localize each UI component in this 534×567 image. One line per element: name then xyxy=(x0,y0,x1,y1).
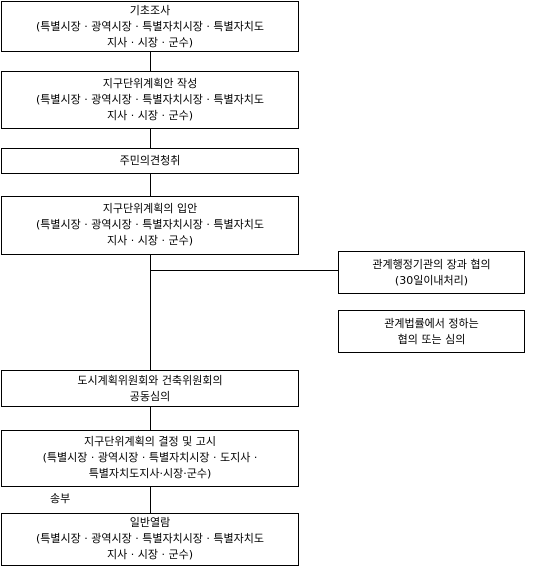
step-decision-notice-actors-cont: 특별자치도지사·시장·군수) xyxy=(88,467,212,480)
connector-4-5 xyxy=(150,254,151,370)
side-agency-consultation-deadline: (30일이내처리) xyxy=(394,274,469,287)
side-agency-consultation-title: 관계행정기관의 장과 협의 xyxy=(372,258,491,271)
side-legal-review-line2: 협의 또는 심의 xyxy=(397,333,466,346)
step-joint-deliberation: 도시계획위원회와 건축위원회의 공동심의 xyxy=(1,370,299,407)
step-public-viewing-title: 일반열람 xyxy=(129,516,171,529)
side-agency-consultation: 관계행정기관의 장과 협의 (30일이내처리) xyxy=(338,251,525,294)
side-legal-review: 관계법률에서 정하는 협의 또는 심의 xyxy=(338,310,525,353)
step-decision-notice-title: 지구단위계획의 결정 및 고시 xyxy=(84,435,216,448)
connector-to-side xyxy=(150,270,338,271)
step-plan-proposal: 지구단위계획의 입안 (특별시장 · 광역시장 · 특별자치시장 · 특별자치도… xyxy=(1,196,299,255)
step-resident-hearing: 주민의견청취 xyxy=(1,148,299,174)
side-legal-review-line1: 관계법률에서 정하는 xyxy=(384,317,479,330)
connector-2-3 xyxy=(150,128,151,148)
step-plan-draft-actors: (특별시장 · 광역시장 · 특별자치시장 · 특별자치도 xyxy=(35,93,265,106)
step-plan-draft-actors-cont: 지사 · 시장 · 군수) xyxy=(107,109,193,122)
step-basic-survey-title: 기초조사 xyxy=(129,4,171,17)
step-plan-proposal-actors: (특별시장 · 광역시장 · 특별자치시장 · 특별자치도 xyxy=(35,218,265,231)
step-plan-draft-title: 지구단위계획안 작성 xyxy=(102,77,198,90)
step-basic-survey-actors: (특별시장 · 광역시장 · 특별자치시장 · 특별자치도 xyxy=(35,20,265,33)
step-decision-notice-actors: (특별시장 · 광역시장 · 특별자치시장 · 도지사 · xyxy=(42,451,258,464)
step-joint-deliberation-line2: 공동심의 xyxy=(129,390,171,403)
step-plan-draft: 지구단위계획안 작성 (특별시장 · 광역시장 · 특별자치시장 · 특별자치도… xyxy=(1,71,299,129)
send-label: 송부 xyxy=(50,492,71,505)
step-public-viewing: 일반열람 (특별시장 · 광역시장 · 특별자치시장 · 특별자치도 지사 · … xyxy=(1,513,299,566)
step-plan-proposal-actors-cont: 지사 · 시장 · 군수) xyxy=(107,234,193,247)
connector-5-6 xyxy=(150,406,151,430)
connector-3-4 xyxy=(150,173,151,196)
connector-6-7 xyxy=(150,486,151,513)
step-decision-notice: 지구단위계획의 결정 및 고시 (특별시장 · 광역시장 · 특별자치시장 · … xyxy=(1,430,299,487)
step-public-viewing-actors-cont: 지사 · 시장 · 군수) xyxy=(107,548,193,561)
step-joint-deliberation-line1: 도시계획위원회와 건축위원회의 xyxy=(77,374,223,387)
step-resident-hearing-title: 주민의견청취 xyxy=(119,154,181,167)
step-basic-survey: 기초조사 (특별시장 · 광역시장 · 특별자치시장 · 특별자치도 지사 · … xyxy=(1,1,299,52)
step-basic-survey-actors-cont: 지사 · 시장 · 군수) xyxy=(107,36,193,49)
connector-1-2 xyxy=(150,51,151,71)
step-plan-proposal-title: 지구단위계획의 입안 xyxy=(102,202,198,215)
step-public-viewing-actors: (특별시장 · 광역시장 · 특별자치시장 · 특별자치도 xyxy=(35,532,265,545)
